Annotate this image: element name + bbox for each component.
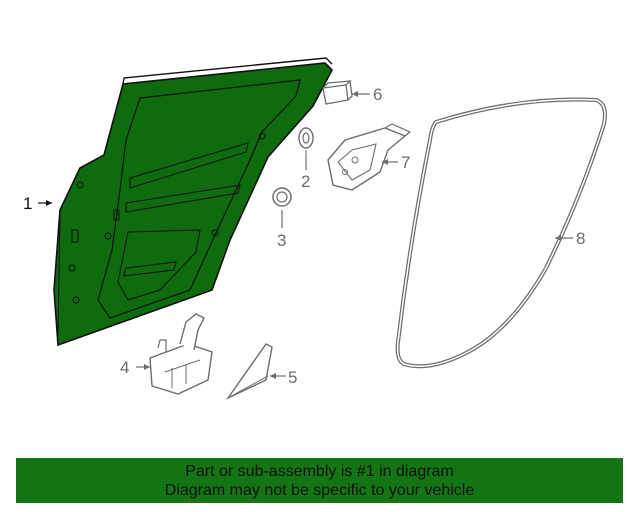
callout-3: 3 xyxy=(277,231,286,250)
leader-lines xyxy=(38,91,573,379)
part-6-plug[interactable] xyxy=(322,80,353,105)
part-5-triangle-trim[interactable] xyxy=(225,343,273,400)
info-banner: Part or sub-assembly is #1 in diagram Di… xyxy=(16,458,623,503)
callout-6: 6 xyxy=(373,85,382,104)
part-3-seal-ring[interactable] xyxy=(272,187,292,207)
part-2-grommet[interactable] xyxy=(298,127,314,158)
part-7-corner-bracket[interactable] xyxy=(327,123,412,191)
callout-1: 1 xyxy=(23,194,32,213)
callout-4: 4 xyxy=(120,358,129,377)
callout-8: 8 xyxy=(576,229,585,248)
part-1-door-shell[interactable] xyxy=(53,57,333,347)
banner-line-2: Diagram may not be specific to your vehi… xyxy=(164,482,475,499)
callout-5: 5 xyxy=(288,368,297,387)
banner-line-1: Part or sub-assembly is #1 in diagram xyxy=(185,463,454,480)
callout-7: 7 xyxy=(401,153,410,172)
callout-2: 2 xyxy=(301,172,310,191)
part-8-weatherstrip[interactable] xyxy=(395,97,607,369)
parts-diagram: 1 2 3 4 5 6 7 8 xyxy=(23,57,607,400)
part-4-check-bracket[interactable] xyxy=(149,313,213,395)
